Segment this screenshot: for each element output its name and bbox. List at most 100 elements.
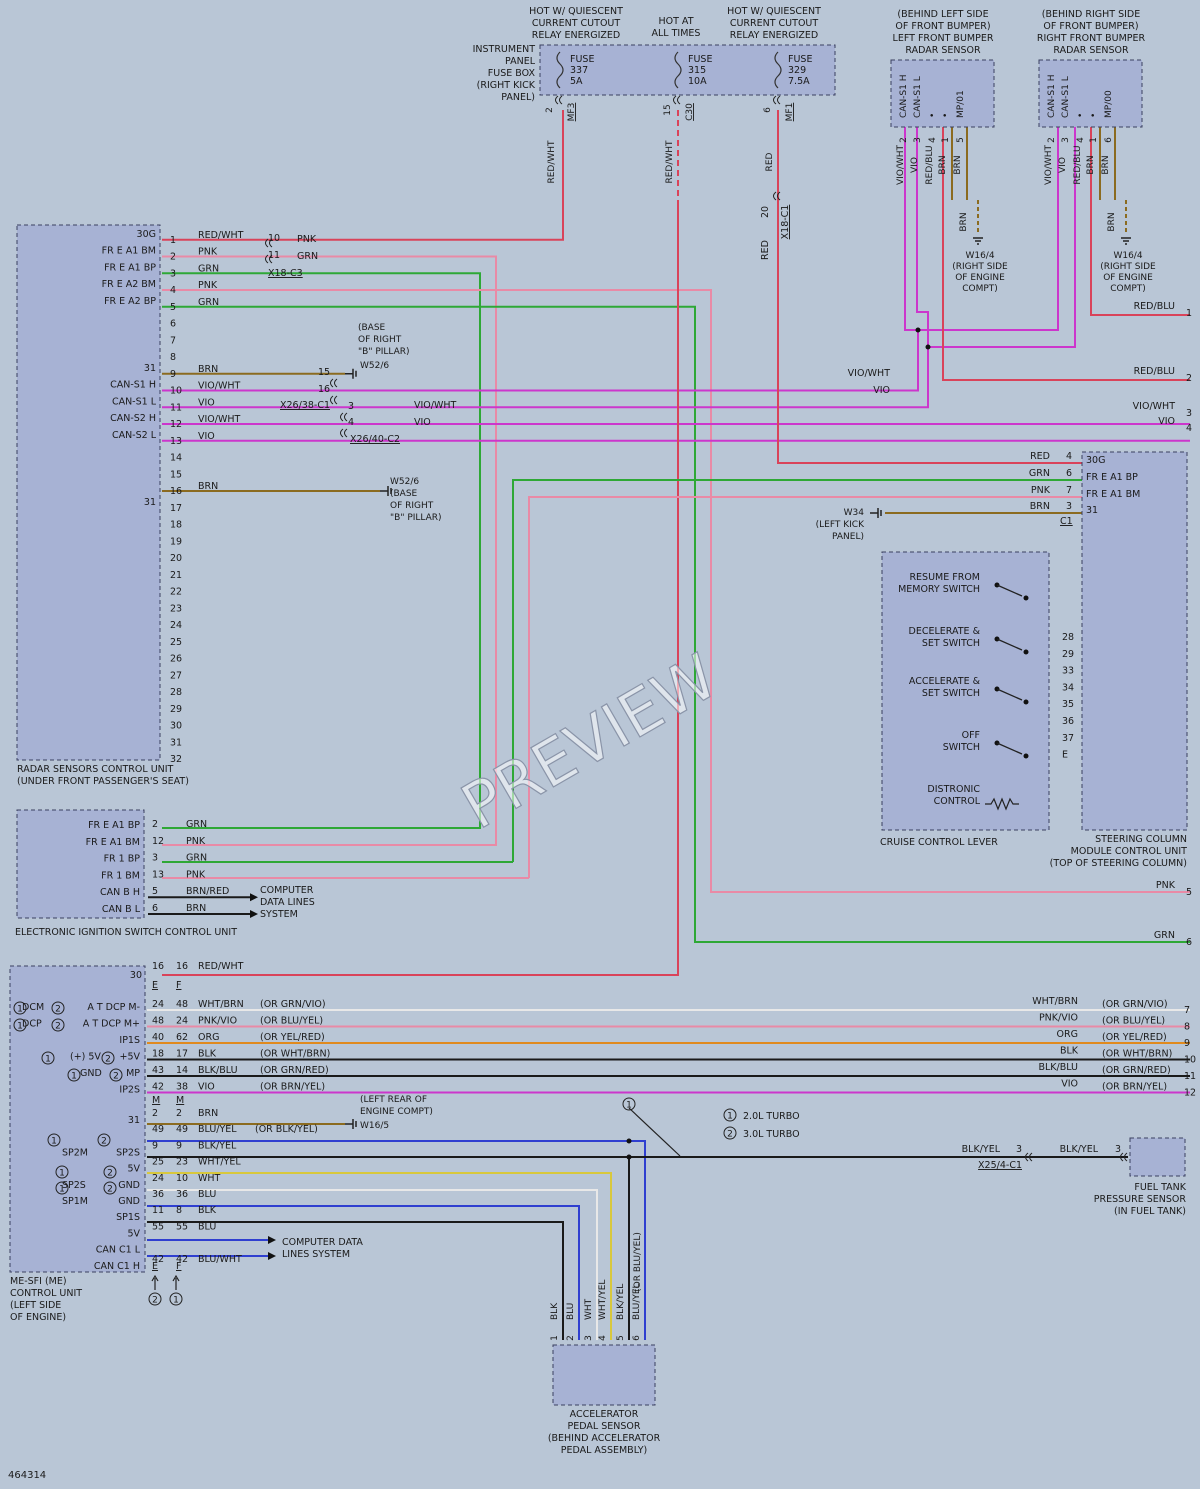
me-wire: ORG: [198, 1032, 219, 1043]
accel-pin: 3: [584, 1335, 594, 1341]
cruise-control-lever: [881, 551, 1050, 831]
radar-pin-number: 15: [170, 469, 182, 480]
me-pin-label: A T DCP M+: [83, 1019, 140, 1030]
me-right-wire: PNK/VIO: [1039, 1013, 1078, 1024]
right-edge-number: 1: [1186, 308, 1192, 319]
ground-label: W16/4: [965, 251, 994, 261]
steering-column-title: MODULE CONTROL UNIT: [1071, 846, 1188, 857]
watermark: PREVIEW: [449, 640, 729, 844]
ground-label: ENGINE COMPT): [360, 1107, 433, 1117]
me-wire: BLK: [198, 1205, 217, 1216]
fuse-value: 5A: [570, 76, 583, 87]
switch-contact: [996, 584, 1023, 597]
me-title: ME-SFI (ME): [10, 1276, 67, 1287]
me-pin-label: +5V: [119, 1052, 140, 1063]
radar-pin-label: CAN-S1 H: [110, 380, 156, 391]
radar-pin-number: 8: [170, 352, 176, 363]
switch-arm: [628, 1107, 681, 1157]
scm-pin-label: FR E A1 BM: [1086, 489, 1140, 500]
me-title: CONTROL UNIT: [10, 1288, 82, 1299]
wire-fr-e-a2-bm: [162, 289, 1190, 893]
me-wire: BLU: [198, 1221, 216, 1232]
scm-switch-pin: 37: [1062, 733, 1074, 744]
me-pin: 24: [176, 1016, 188, 1027]
circle-number: 1: [71, 1072, 77, 1082]
left-radar-sensor-title: LEFT FRONT BUMPER: [893, 33, 994, 44]
fuse-icon: [774, 51, 782, 89]
eis-pin: 6: [152, 903, 158, 914]
eis-pin: 2: [152, 819, 158, 830]
radar-pin-number: 25: [170, 637, 182, 648]
fuse-connector-chevron: [555, 95, 563, 105]
me-pin: 43: [152, 1065, 164, 1076]
radar-pin-label: 30G: [137, 229, 156, 240]
ground-wire: BRN: [1107, 212, 1117, 231]
me-pin: 23: [176, 1157, 188, 1168]
arrow-icon: [250, 893, 258, 902]
me-cds-label: COMPUTER DATA: [282, 1237, 363, 1248]
fuse-box-label: (RIGHT KICK: [477, 80, 536, 91]
circle-number: 1: [59, 1169, 65, 1179]
cruise-switch-label: MEMORY SWITCH: [898, 584, 980, 595]
fuel-wire: BLK/YEL: [962, 1144, 1001, 1155]
me-pin-label: GND: [118, 1180, 140, 1191]
accel-title: PEDAL ASSEMBLY): [561, 1445, 648, 1456]
right-radar-sensor-pin-number: 3: [1061, 137, 1071, 143]
accel-pin: 1: [550, 1335, 560, 1341]
fuse-value: FUSE: [688, 54, 712, 65]
cruise-switch-label: SET SWITCH: [922, 688, 980, 699]
circle-number: 1: [17, 1022, 23, 1032]
right-radar-sensor-wire: BRN: [1101, 155, 1111, 174]
circle-number: 1: [51, 1137, 57, 1147]
me-pin-label: A T DCP M-: [87, 1002, 140, 1013]
right-radar-sensor-title: RIGHT FRONT BUMPER: [1037, 33, 1146, 44]
circle-marker: [103, 1165, 117, 1179]
me-right-number: 12: [1184, 1088, 1196, 1099]
fuse-box-label: FUSE BOX: [488, 68, 536, 79]
radar-pin-number: 31: [170, 737, 182, 748]
me-right-wire: ORG: [1057, 1029, 1078, 1040]
radar-pin-number: 14: [170, 453, 182, 464]
me-connector: E: [152, 1261, 158, 1272]
ground-label: OF ENGINE: [1103, 273, 1153, 283]
me-wire: PNK/VIO: [198, 1016, 237, 1027]
me-alt: (OR BLK/YEL): [255, 1124, 318, 1135]
cruise-switch-label: ACCELERATE &: [909, 676, 981, 687]
radar-pin-number: 12: [170, 419, 182, 430]
scm-connector: C1: [1060, 516, 1073, 527]
me-wire: RED/WHT: [198, 961, 244, 972]
document-id: 464314: [8, 1470, 46, 1481]
right-radar-sensor-wire: VIO/WHT: [1044, 144, 1054, 185]
fuse-pin: 15: [663, 104, 673, 115]
me-pin: 49: [152, 1124, 164, 1135]
radar-pin-label: FR E A2 BP: [104, 296, 156, 307]
fuel-pin: 3: [1115, 1144, 1121, 1155]
radar-pin-number: 9: [170, 369, 176, 380]
circle-marker: [103, 1181, 117, 1195]
accel-alt: (OR BLU/YEL): [633, 1232, 643, 1292]
circle-number: 2: [105, 1055, 111, 1065]
me-pin: 25: [152, 1157, 164, 1168]
splice-dot: [1023, 649, 1029, 655]
mid-wire-label: VIO: [873, 385, 890, 396]
connector-chevron: [340, 412, 348, 422]
ground-label: (RIGHT SIDE: [1100, 262, 1156, 272]
left-radar-sensor-pin-number: 3: [913, 137, 923, 143]
ground-label: PANEL): [832, 532, 864, 542]
accel-pin: 2: [566, 1335, 576, 1341]
eis-pin-label: CAN B L: [102, 904, 141, 915]
me-right-number: 10: [1184, 1055, 1196, 1066]
me-left-label: DCP: [22, 1019, 42, 1030]
right-edge-wire: RED/BLU: [1134, 366, 1175, 377]
legend-text: 2.0L TURBO: [743, 1111, 800, 1122]
accel-title: (BEHIND ACCELERATOR: [548, 1433, 661, 1444]
splice-pin: 4: [348, 417, 354, 428]
eis-pin-label: FR E A1 BM: [86, 837, 140, 848]
scm-pin-number: 3: [1066, 501, 1072, 512]
me-right-number: 9: [1184, 1038, 1190, 1049]
circle-number: 1: [173, 1296, 179, 1306]
left-radar-sensor-pin: •: [941, 113, 951, 118]
right-edge-number: 6: [1186, 937, 1192, 948]
me-wire: BRN: [198, 1108, 218, 1119]
fuse-header: HOT W/ QUIESCENT: [529, 6, 623, 17]
